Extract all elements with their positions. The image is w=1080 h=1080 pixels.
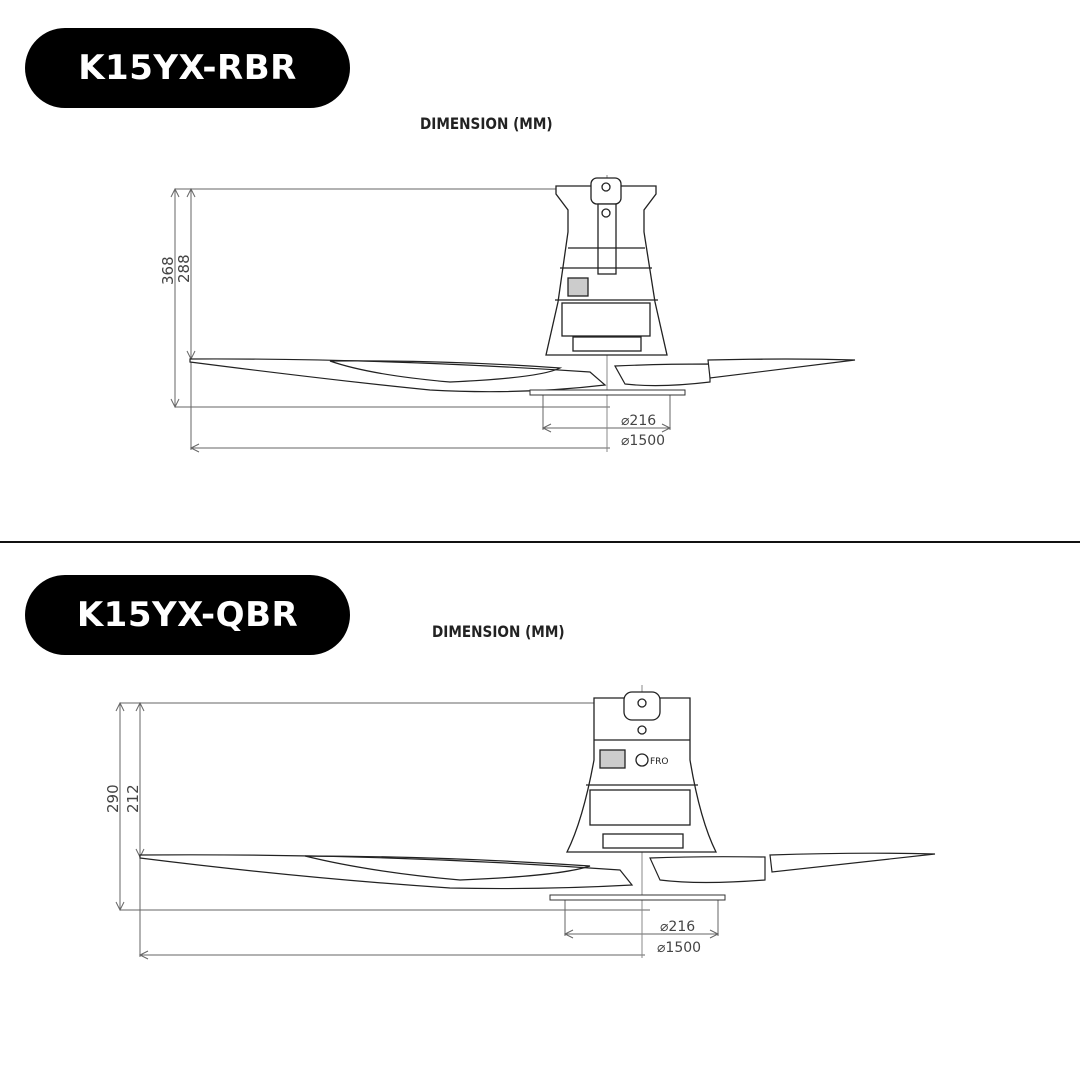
fro-marking: FRO	[650, 757, 669, 767]
canopy-diameter-label: ⌀216	[660, 919, 695, 935]
dimension-title: DIMENSION (MM)	[432, 622, 565, 641]
sweep-diameter-label: ⌀1500	[621, 433, 665, 449]
sweep-diameter-label: ⌀1500	[657, 940, 701, 956]
model-name: K15YX-QBR	[76, 595, 299, 635]
body-height-label: 212	[124, 784, 142, 813]
section-divider	[0, 541, 1080, 543]
model-badge-rbr: K15YX-RBR	[25, 28, 350, 108]
model-name: K15YX-RBR	[78, 48, 297, 88]
overall-height-label: 368	[159, 256, 177, 285]
canopy-diameter-label: ⌀216	[621, 413, 656, 429]
overall-height-label: 290	[104, 784, 122, 813]
body-height-label: 288	[175, 254, 193, 283]
model-badge-qbr: K15YX-QBR	[25, 575, 350, 655]
fan-dimension-drawing-rbr: ⌀216 ⌀1500 368 288	[159, 175, 856, 453]
dimension-title: DIMENSION (MM)	[420, 114, 553, 133]
